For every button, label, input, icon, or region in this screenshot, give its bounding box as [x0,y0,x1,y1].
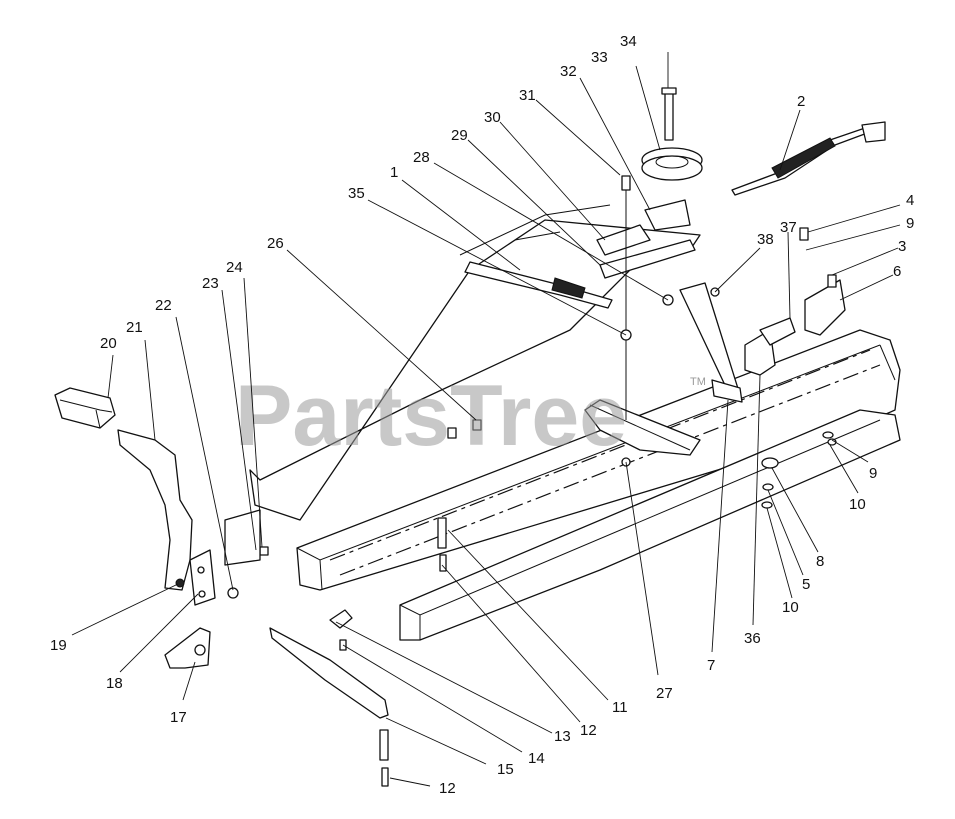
leader-lines [71,52,901,787]
callout-23: 23 [202,275,219,292]
spacer-11 [437,517,447,549]
callout-9-bottom: 9 [869,465,877,482]
callout-2: 2 [797,93,805,110]
callout-38: 38 [757,231,774,248]
bolt-12 [381,767,389,787]
bolt-31 [621,175,631,191]
callout-10-lower: 10 [782,599,799,616]
watermark-trademark: TM [690,376,706,388]
bolt-34 [664,91,674,141]
spacer-14 [379,729,389,761]
pedal-pad [54,387,116,429]
callout-15: 15 [497,761,514,778]
linkage-rod [269,627,389,719]
shaft-7 [679,282,741,401]
callout-7: 7 [707,657,715,674]
drawing [54,87,901,787]
callout-4: 4 [906,192,914,209]
callout-numbers: 34 33 32 31 2 30 29 28 1 35 4 9 37 38 3 … [50,33,914,797]
callout-13: 13 [554,728,571,745]
bracket-6 [804,279,846,336]
callout-3: 3 [898,238,906,255]
callout-33: 33 [591,49,608,66]
callout-10-right: 10 [849,496,866,513]
pivot-plate [189,549,216,606]
callout-28: 28 [413,149,430,166]
callout-18: 18 [106,675,123,692]
callout-26: 26 [267,235,284,252]
callout-30: 30 [484,109,501,126]
callout-27: 27 [656,685,673,702]
callout-36: 36 [744,630,761,647]
callout-12-mid: 12 [580,722,597,739]
callout-35: 35 [348,185,365,202]
bracket-37 [759,317,796,346]
bracket-32 [644,199,691,231]
washer-8 [761,457,779,469]
callout-5: 5 [802,576,810,593]
callout-34: 34 [620,33,637,50]
callout-17: 17 [170,709,187,726]
callout-6: 6 [893,263,901,280]
callout-20: 20 [100,335,117,352]
callout-32: 32 [560,63,577,80]
callout-31: 31 [519,87,536,104]
callout-22: 22 [155,297,172,314]
callout-21: 21 [126,319,143,336]
watermark: PartsTree [235,368,627,464]
clip-13 [329,609,353,629]
callout-29: 29 [451,127,468,144]
callout-1: 1 [390,164,398,181]
callout-12-bottom: 12 [439,780,456,797]
brake-pedal-arm [117,429,193,591]
callout-37: 37 [780,219,797,236]
callout-24: 24 [226,259,243,276]
callout-9-top: 9 [906,215,914,232]
callout-11: 11 [612,699,628,716]
callout-8: 8 [816,553,824,570]
plate-29 [599,239,696,279]
callout-14: 14 [528,750,545,767]
lower-bracket [164,627,211,669]
callout-19: 19 [50,637,67,654]
